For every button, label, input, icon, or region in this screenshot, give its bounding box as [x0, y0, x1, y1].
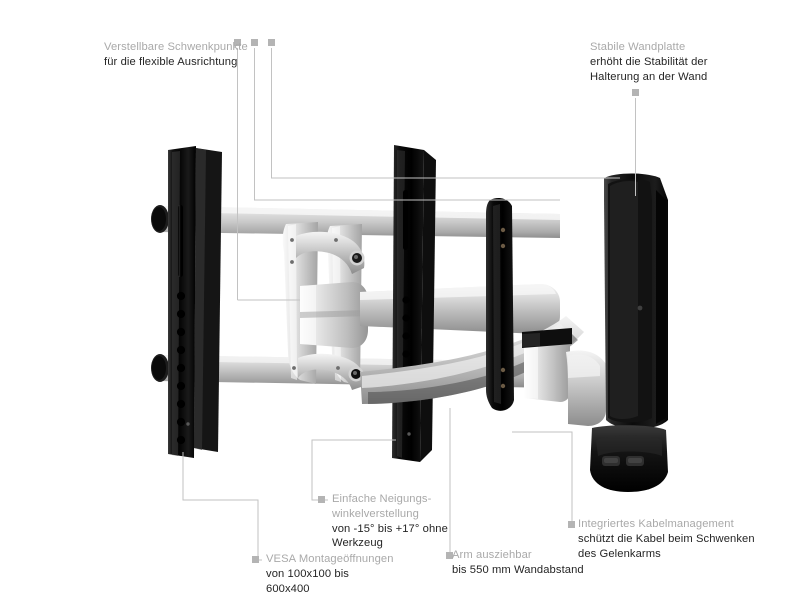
center-pivot-assembly: [282, 222, 368, 390]
callout-adjustable-pivot-points: Verstellbare Schwenkpunkte für die flexi…: [104, 40, 344, 70]
marker-vesa: [252, 556, 259, 563]
callout-heading: Integriertes Kabelmanagement: [578, 518, 734, 530]
callout-heading: VESA Montageöffnungen: [266, 553, 394, 565]
callout-tilt-adjustment: Einfache Neigungs- winkelverstellung von…: [332, 492, 512, 551]
callout-body: schützt die Kabel beim Schwenken des Gel…: [578, 532, 755, 560]
wall-plate: [590, 173, 668, 492]
marker-pivot-3: [268, 39, 275, 46]
marker-pivot-2: [251, 39, 258, 46]
callout-integrated-cable-management: Integriertes Kabelmanagement schützt die…: [578, 517, 798, 561]
callout-heading: Stabile Wandplatte: [590, 41, 686, 53]
callout-body: bis 550 mm Wandabstand: [452, 563, 584, 576]
callout-body: für die flexible Ausrichtung: [104, 55, 238, 68]
callout-body: erhöht die Stabilität der Halterung an d…: [590, 55, 708, 83]
marker-arm: [446, 552, 453, 559]
marker-pivot-1: [234, 39, 241, 46]
upper-crossbar: [151, 205, 560, 238]
callout-body: von 100x100 bis 600x400: [266, 567, 349, 595]
marker-tilt: [318, 496, 325, 503]
callout-heading: Arm ausziehbar: [452, 549, 532, 561]
callout-arm-extension: Arm ausziehbar bis 550 mm Wandabstand: [452, 548, 642, 578]
callout-vesa-mounting-holes: VESA Montageöffnungen von 100x100 bis 60…: [266, 552, 446, 596]
right-pivot-cylinder: [522, 328, 572, 402]
right-vesa-rail: [486, 198, 514, 411]
callout-heading: Verstellbare Schwenkpunkte: [104, 41, 248, 53]
marker-wall-plate: [632, 89, 639, 96]
marker-cable: [568, 521, 575, 528]
callout-body: von -15° bis +17° ohne Werkzeug: [332, 522, 448, 550]
left-vesa-rail: [168, 146, 196, 458]
left-rear-bracket: [194, 148, 222, 452]
wall-plate-arm: [566, 350, 606, 426]
callout-stable-wall-plate: Stabile Wandplatte erhöht die Stabilität…: [590, 40, 790, 84]
leader-markers: [234, 39, 639, 563]
callout-heading: Einfache Neigungs- winkelverstellung: [332, 493, 432, 520]
